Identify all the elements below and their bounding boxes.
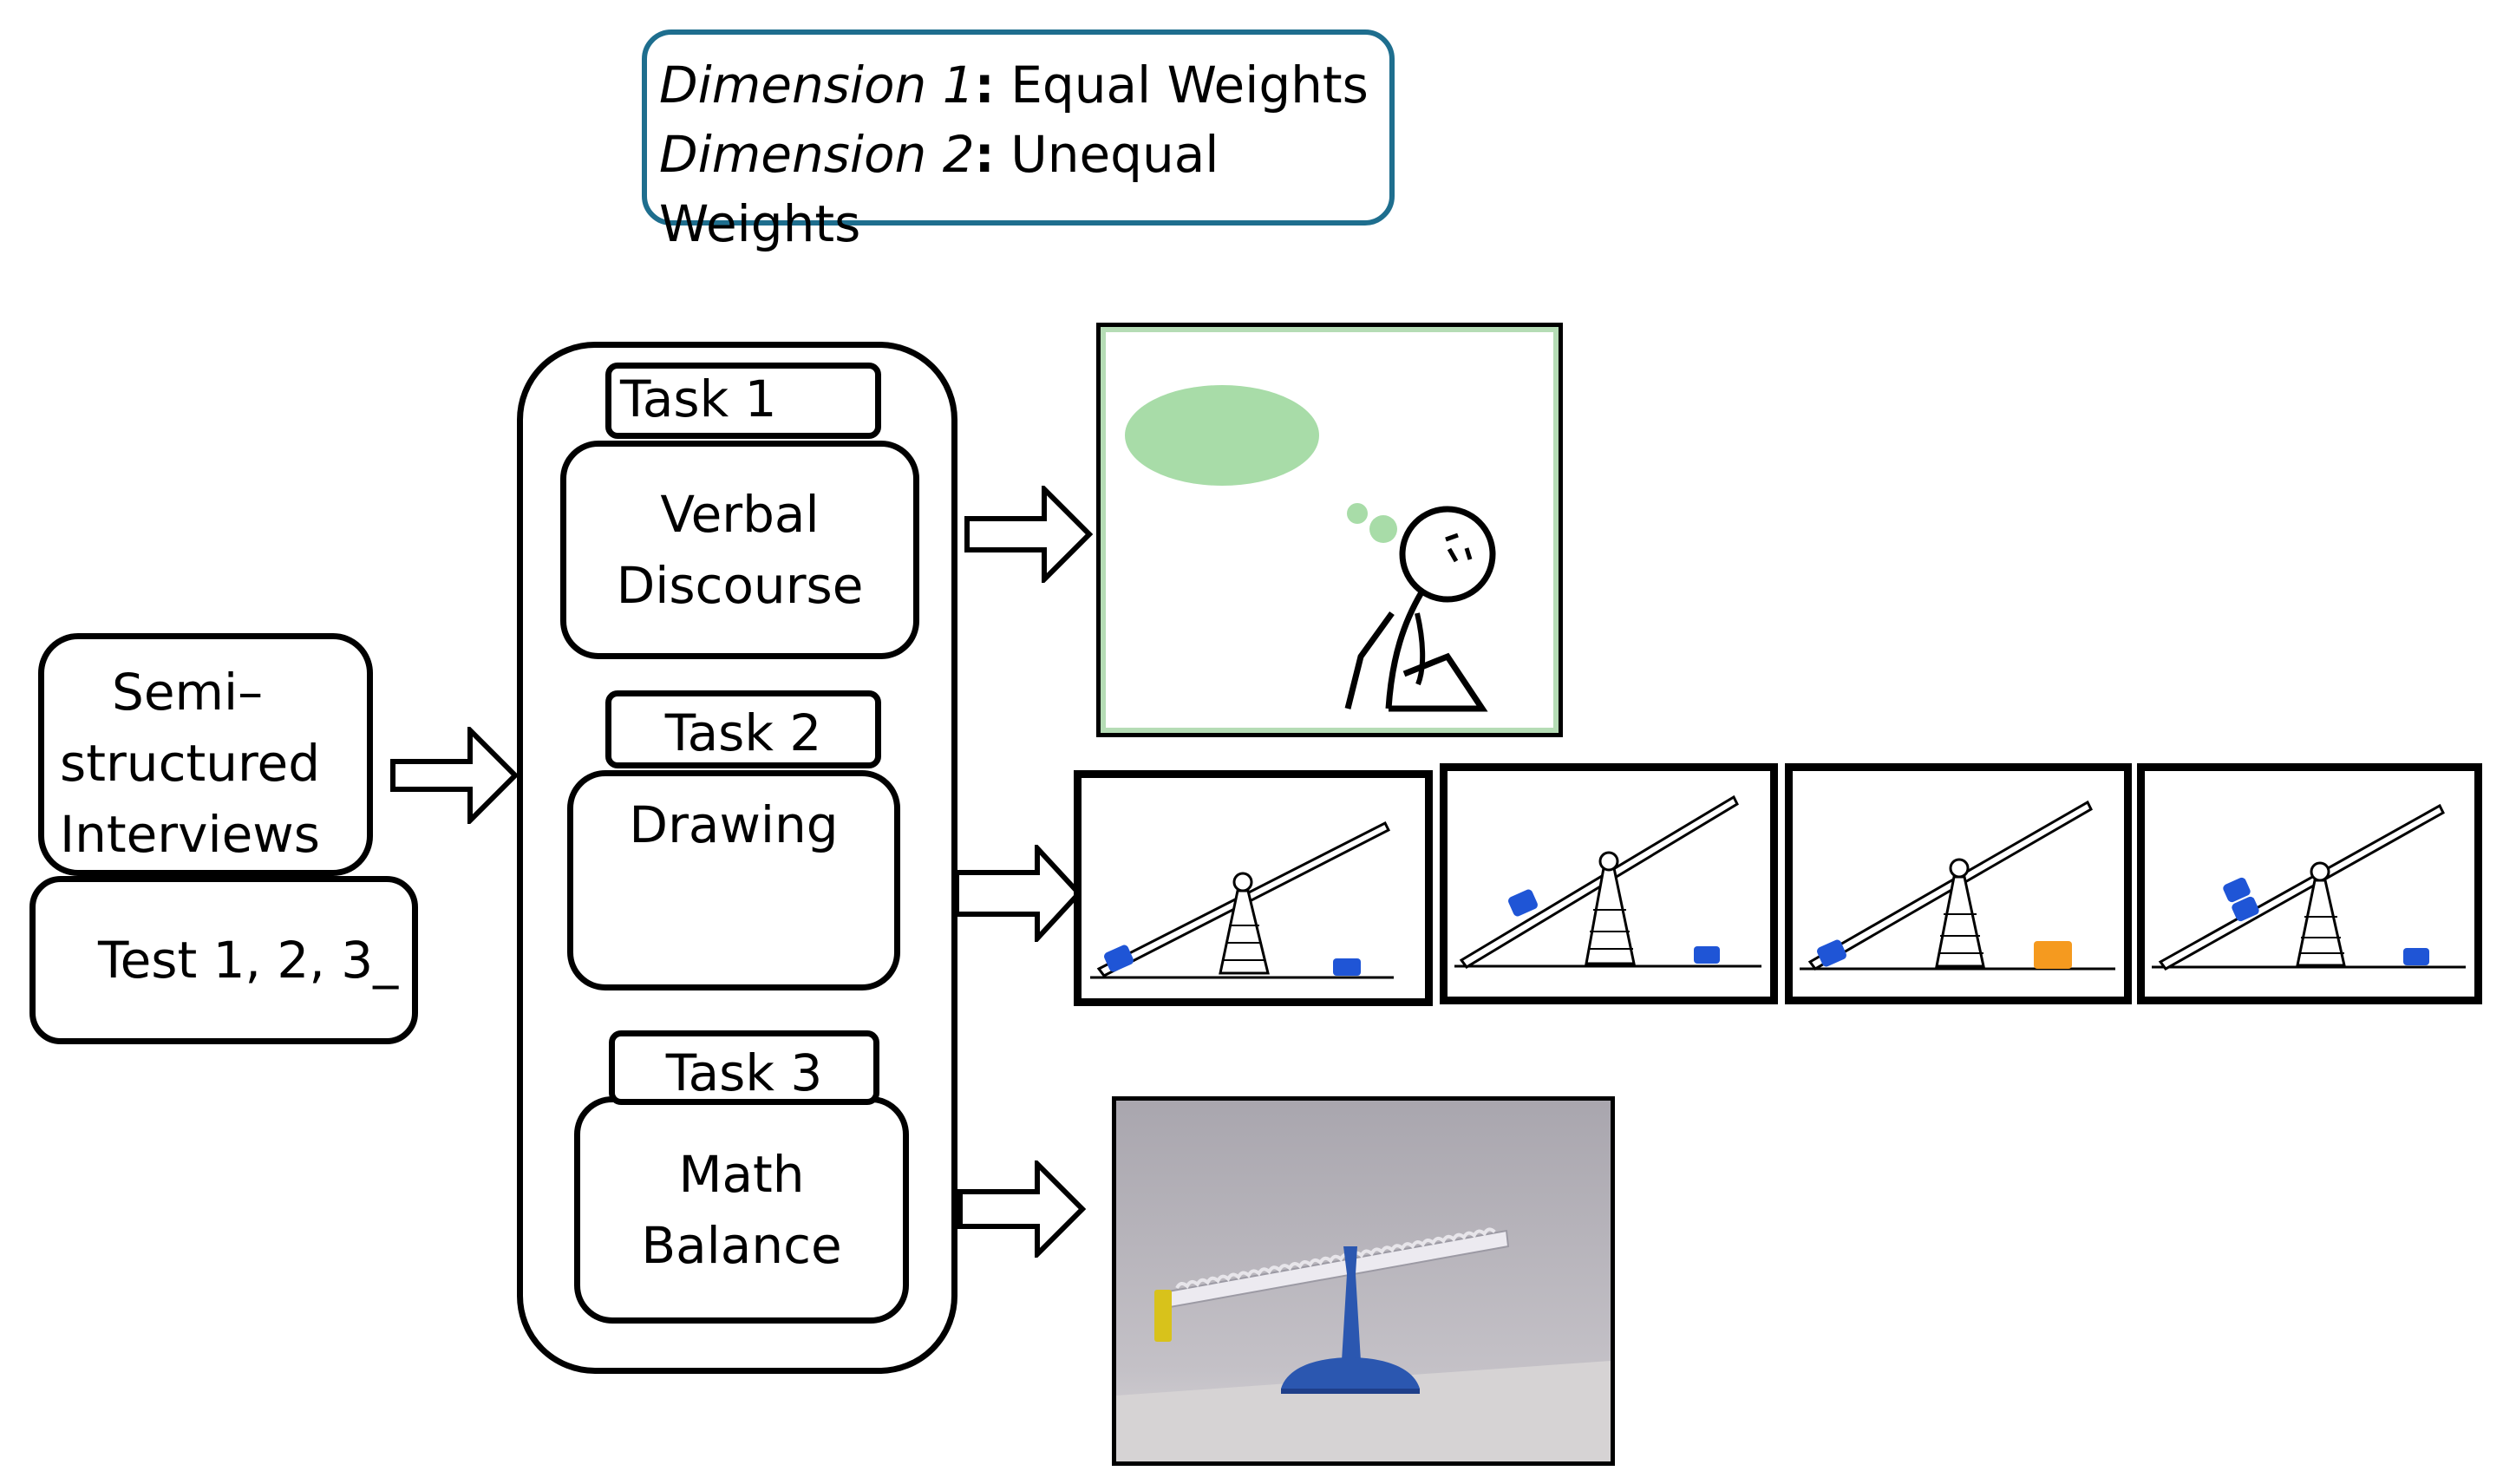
arrow-interviews-to-tasks [390,727,520,824]
test-label: Test 1, 2, 3_ [98,931,399,990]
task-2-tab: Task 2 [605,690,881,768]
interviews-line-2: structured [60,734,321,793]
seesaw-panel-3 [1785,763,2132,1004]
seesaw-icon [2152,803,2466,971]
interviews-box: Semi– structured Interviews [38,633,373,876]
task-1-line-1: Verbal [660,485,820,544]
thinking-stick-figure-icon [1101,327,1559,733]
seesaw-icon [1800,800,2115,971]
seesaw-icon [1454,794,1761,969]
dimension-1-line: Dimension 1: Equal Weights [659,56,1369,114]
interviews-line-3: Interviews [60,805,320,864]
task-2-box: Drawing [567,770,900,990]
math-balance-photo [1112,1096,1615,1466]
math-balance-photo-icon [1116,1101,1611,1461]
dimensions-legend-box: Dimension 1: Equal Weights Dimension 2: … [642,29,1395,253]
task-2-line-1: Drawing [629,795,839,854]
task-3-line-2: Balance [641,1216,842,1275]
seesaw-panel-4 [2137,763,2482,1004]
task-3-tab: Task 3 [609,1030,879,1105]
verbal-discourse-panel [1096,323,1563,737]
task-1-box: Verbal Discourse [560,441,919,659]
interviews-line-1: Semi– [112,663,264,722]
task-1-tab: Task 1 [605,363,881,439]
dimension-2-line: Dimension 2: Unequal Weights [659,125,1219,253]
task-3-box: Math Balance [574,1096,909,1324]
seesaw-panel-2 [1440,763,1778,1004]
test-box: Test 1, 2, 3_ [29,876,418,1044]
arrow-task-3 [957,1160,1087,1258]
task-1-line-2: Discourse [616,556,864,615]
arrow-task-2 [954,845,1083,942]
seesaw-icon [1090,820,1394,979]
seesaw-panel-1 [1074,770,1433,1006]
task-3-line-1: Math [678,1145,805,1204]
arrow-task-1 [964,486,1094,583]
